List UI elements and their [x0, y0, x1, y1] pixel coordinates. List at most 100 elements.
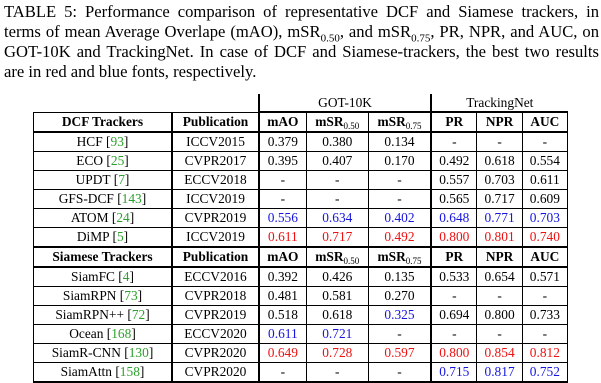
npr-cell: 0.800 — [476, 305, 523, 325]
auc-cell: - — [521, 324, 569, 344]
msr50-col-header-subscript: 0.50 — [343, 255, 360, 266]
tracker-name-cell: SiamFC [4] — [33, 266, 173, 287]
msr75-cell: - — [367, 170, 433, 190]
msr50-cell: 0.721 — [305, 324, 369, 344]
tracker-name-cell: GFS-DCF [143] — [33, 189, 173, 209]
tracker-name-cell: SiamRPN++ [72] — [33, 305, 173, 325]
citation-link[interactable]: 72 — [131, 307, 146, 322]
publication-cell: ICCV2015 — [171, 131, 260, 152]
citation-link[interactable]: 7 — [118, 172, 125, 187]
mao-col-header: mAO — [258, 246, 307, 268]
mao-cell: 0.518 — [258, 305, 307, 325]
msr50-cell: 0.728 — [305, 343, 369, 363]
mao-cell: 0.379 — [258, 131, 307, 152]
citation-link[interactable]: 25 — [110, 153, 125, 168]
tracker-name: SiamR-CNN — [51, 345, 121, 360]
npr-cell: 0.817 — [476, 362, 523, 383]
publication-cell: CVPR2020 — [171, 362, 260, 383]
publication-cell: ICCV2019 — [171, 227, 260, 248]
tracker-name-cell: Ocean [168] — [33, 324, 173, 344]
citation-link[interactable]: 158 — [119, 364, 140, 379]
citation-link[interactable]: 130 — [128, 345, 149, 360]
publication-cell: CVPR2019 — [171, 305, 260, 325]
pr-cell: 0.694 — [430, 305, 478, 325]
caption-subscript-2: 0.75 — [411, 32, 431, 45]
msr75-col-header: mSR0.75 — [367, 111, 433, 133]
citation-link[interactable]: 143 — [121, 191, 142, 206]
pr-col-header: PR — [430, 246, 478, 268]
tracker-name-cell: ATOM [24] — [33, 208, 173, 228]
caption-text-2: , and mSR — [339, 22, 412, 41]
tracker-name-cell: SiamAttn [158] — [33, 362, 173, 383]
npr-col-header: NPR — [476, 246, 523, 268]
npr-cell: 0.654 — [476, 266, 523, 287]
msr75-col-header: mSR0.75 — [367, 246, 433, 268]
tracker-name: HCF — [76, 134, 103, 149]
msr75-cell: - — [367, 324, 433, 344]
mao-cell: 0.395 — [258, 151, 307, 171]
msr75-cell: 0.402 — [367, 208, 433, 228]
mao-cell: - — [258, 189, 307, 209]
npr-col-header-text: NPR — [485, 114, 514, 129]
pr-cell: 0.533 — [430, 266, 478, 287]
msr50-cell: - — [305, 170, 369, 190]
auc-cell: 0.571 — [521, 266, 569, 287]
blank-header — [34, 94, 260, 112]
tracker-name: UPDT — [75, 172, 111, 187]
mao-cell: 0.481 — [258, 286, 307, 306]
tracker-name: Ocean — [69, 326, 104, 341]
auc-col-header-text: AUC — [530, 249, 560, 264]
publication-cell: CVPR2018 — [171, 286, 260, 306]
npr-col-header: NPR — [476, 111, 523, 133]
publication-col-header-text: Publication — [182, 113, 249, 129]
citation-link[interactable]: 5 — [116, 229, 124, 244]
citation-link[interactable]: 168 — [111, 326, 132, 341]
mao-cell: - — [258, 362, 307, 383]
msr75-col-header-text: mSR — [377, 113, 406, 129]
citation-link[interactable]: 93 — [110, 134, 124, 149]
msr50-cell: 0.426 — [305, 266, 369, 287]
auc-cell: 0.611 — [521, 170, 569, 190]
msr50-col-header: mSR0.50 — [305, 111, 369, 133]
auc-cell: 0.733 — [521, 305, 569, 325]
citation-link[interactable]: 73 — [124, 288, 138, 303]
mao-cell: - — [258, 170, 307, 190]
mao-cell: 0.392 — [258, 266, 307, 287]
msr75-cell: 0.597 — [367, 343, 433, 363]
npr-col-header-text: NPR — [485, 249, 514, 264]
npr-cell: - — [476, 131, 523, 152]
npr-cell: - — [476, 286, 523, 306]
auc-cell: 0.609 — [521, 189, 569, 209]
citation-link[interactable]: 4 — [122, 269, 130, 284]
tracker-name-cell: HCF [93] — [33, 131, 173, 152]
msr50-cell: 0.717 — [305, 227, 369, 248]
tracker-name: SiamAttn — [60, 364, 112, 379]
tracker-name: SiamRPN++ — [55, 307, 124, 322]
auc-cell: 0.740 — [521, 227, 569, 248]
tracker-name: DiMP — [76, 229, 110, 244]
msr75-cell: - — [367, 189, 433, 209]
npr-cell: 0.854 — [476, 343, 523, 363]
msr50-cell: - — [305, 189, 369, 209]
table-caption: TABLE 5: Performance comparison of repre… — [4, 2, 599, 82]
tracker-name-cell: ECO [25] — [33, 151, 173, 171]
publication-cell: ICCV2019 — [171, 189, 260, 209]
publication-cell: ECCV2016 — [171, 266, 260, 287]
msr75-cell: 0.270 — [367, 286, 433, 306]
auc-cell: 0.752 — [521, 362, 569, 383]
msr50-col-header-subscript: 0.50 — [343, 120, 360, 131]
publication-col-header: Publication — [171, 246, 260, 268]
msr75-cell: 0.325 — [367, 305, 433, 325]
msr50-cell: 0.407 — [305, 151, 369, 171]
publication-cell: CVPR2017 — [171, 151, 260, 171]
citation-link[interactable]: 24 — [116, 210, 130, 225]
mao-cell: 0.649 — [258, 343, 307, 363]
